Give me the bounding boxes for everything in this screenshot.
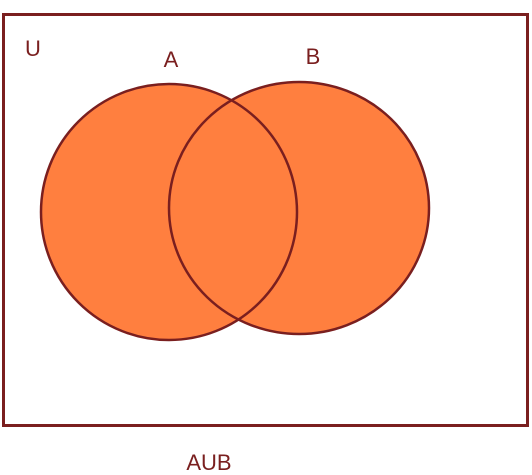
- union-caption: AUB: [186, 450, 231, 475]
- set-b-fill: [169, 82, 429, 334]
- universe-label: U: [25, 36, 41, 61]
- set-a-circle: [39, 82, 299, 342]
- set-b-label: B: [306, 44, 321, 69]
- set-b-circle: [167, 80, 431, 336]
- set-a-label: A: [164, 47, 179, 72]
